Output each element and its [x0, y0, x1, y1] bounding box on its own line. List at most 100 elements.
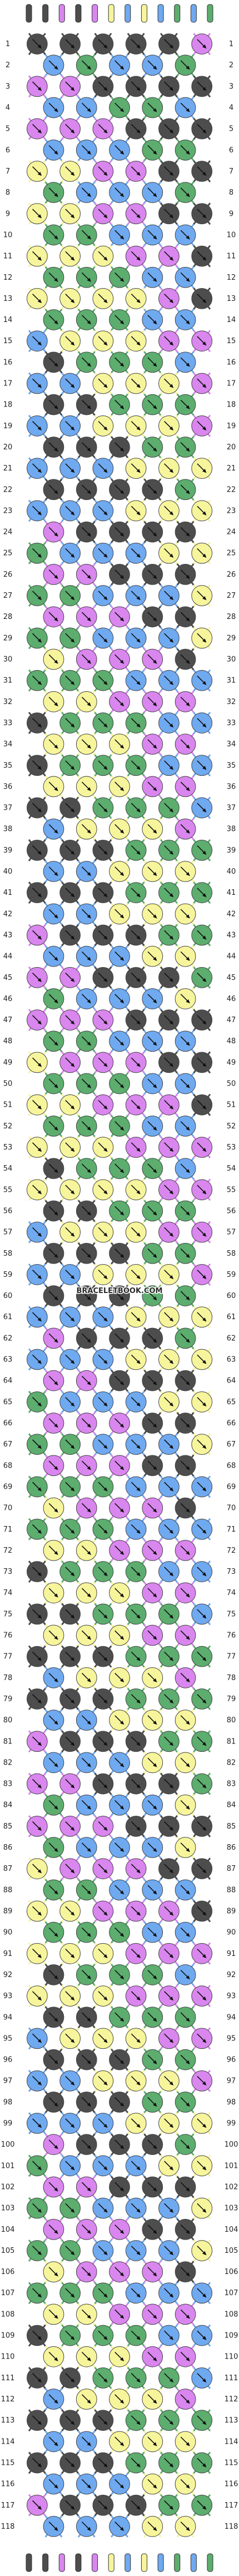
row-number: 36 — [227, 782, 236, 791]
row-number: 103 — [1, 2205, 15, 2213]
arrow-head-icon — [54, 2315, 58, 2319]
arrow-head-icon — [71, 129, 75, 133]
arrow-head-icon — [87, 871, 91, 876]
arrow-head-icon — [202, 511, 207, 516]
arrow-head-icon — [71, 893, 75, 898]
arrow-head-icon — [120, 1636, 125, 1640]
row-number: 79 — [227, 1695, 236, 1703]
row-number: 37 — [227, 804, 236, 813]
arrow-head-icon — [120, 1763, 125, 1767]
arrow-head-icon — [103, 2463, 108, 2468]
row-number: 18 — [227, 401, 236, 409]
row-number: 24 — [3, 528, 13, 537]
arrow-head-icon — [71, 1317, 75, 1322]
arrow-head-icon — [37, 978, 42, 983]
arrow-head-icon — [71, 256, 75, 261]
arrow-head-icon — [87, 320, 91, 325]
arrow-head-icon — [153, 447, 157, 452]
arrow-head-icon — [169, 1529, 174, 1534]
row-number: 82 — [227, 1758, 236, 1767]
arrow-head-icon — [120, 2357, 125, 2361]
string-end-top — [125, 4, 131, 23]
row-number: 36 — [3, 782, 13, 791]
arrow-head-icon — [37, 87, 42, 91]
arrow-head-icon — [54, 787, 58, 791]
row-number: 8 — [229, 189, 233, 197]
arrow-head-icon — [87, 2060, 91, 2064]
arrow-head-icon — [169, 1572, 174, 1577]
arrow-head-icon — [71, 978, 75, 983]
arrow-head-icon — [169, 723, 174, 728]
arrow-head-icon — [37, 2166, 42, 2171]
row-number: 59 — [227, 1271, 236, 1279]
arrow-head-icon — [136, 2421, 141, 2425]
arrow-head-icon — [169, 1911, 174, 1916]
arrow-head-icon — [71, 2463, 75, 2468]
arrow-head-icon — [169, 681, 174, 685]
arrow-head-icon — [71, 511, 75, 516]
arrow-head-icon — [120, 2315, 125, 2319]
arrow-head-icon — [136, 1826, 141, 1831]
row-number: 89 — [227, 1908, 236, 1916]
arrow-head-icon — [120, 1890, 125, 1895]
arrow-head-icon — [71, 1360, 75, 1364]
arrow-head-icon — [103, 1190, 108, 1195]
arrow-head-icon — [71, 341, 75, 346]
arrow-head-icon — [87, 1721, 91, 1725]
arrow-head-icon — [120, 1381, 125, 1385]
row-number: 13 — [3, 295, 13, 303]
arrow-head-icon — [37, 2378, 42, 2383]
arrow-head-icon — [186, 574, 190, 579]
arrow-head-icon — [186, 1254, 190, 1259]
arrow-head-icon — [202, 850, 207, 855]
arrow-head-icon — [169, 553, 174, 558]
arrow-head-icon — [136, 1869, 141, 1874]
row-number: 48 — [227, 1037, 236, 1046]
arrow-head-icon — [153, 957, 157, 961]
arrow-head-icon — [169, 1360, 174, 1364]
row-number: 98 — [227, 2098, 236, 2107]
arrow-head-icon — [169, 2336, 174, 2340]
arrow-head-icon — [54, 490, 58, 494]
row-number: 1 — [229, 40, 233, 48]
row-number: 108 — [225, 2310, 238, 2319]
arrow-head-icon — [54, 914, 58, 919]
arrow-head-icon — [54, 660, 58, 664]
row-number: 64 — [3, 1377, 13, 1385]
row-number: 44 — [3, 953, 13, 961]
row-number: 60 — [3, 1292, 13, 1300]
arrow-head-icon — [186, 1084, 190, 1088]
arrow-head-icon — [169, 1614, 174, 1619]
arrow-head-icon — [153, 2018, 157, 2022]
arrow-head-icon — [202, 426, 207, 431]
string-end-bottom — [157, 2553, 164, 2572]
arrow-head-icon — [186, 2442, 190, 2446]
arrow-head-icon — [169, 2378, 174, 2383]
row-number: 16 — [227, 358, 236, 366]
arrow-head-icon — [71, 44, 75, 49]
row-number: 39 — [227, 846, 236, 855]
row-number: 112 — [1, 2395, 15, 2404]
arrow-head-icon — [186, 1169, 190, 1173]
row-number: 8 — [6, 189, 10, 197]
arrow-head-icon — [103, 2336, 108, 2340]
arrow-head-icon — [153, 1339, 157, 1343]
row-number: 114 — [1, 2438, 15, 2446]
arrow-head-icon — [136, 511, 141, 516]
string-end-bottom — [190, 2553, 197, 2572]
arrow-head-icon — [202, 87, 207, 91]
row-number: 4 — [229, 104, 233, 112]
arrow-head-icon — [54, 1550, 58, 1555]
row-number: 12 — [227, 274, 236, 282]
row-number: 102 — [1, 2183, 15, 2191]
arrow-head-icon — [103, 1317, 108, 1322]
row-number: 12 — [3, 274, 13, 282]
arrow-head-icon — [103, 1445, 108, 1449]
arrow-head-icon — [54, 2442, 58, 2446]
row-number: 103 — [225, 2205, 238, 2213]
arrow-head-icon — [54, 1678, 58, 1683]
arrow-head-icon — [169, 384, 174, 388]
arrow-head-icon — [120, 617, 125, 622]
row-number: 22 — [227, 486, 236, 494]
row-number: 83 — [3, 1780, 13, 1789]
